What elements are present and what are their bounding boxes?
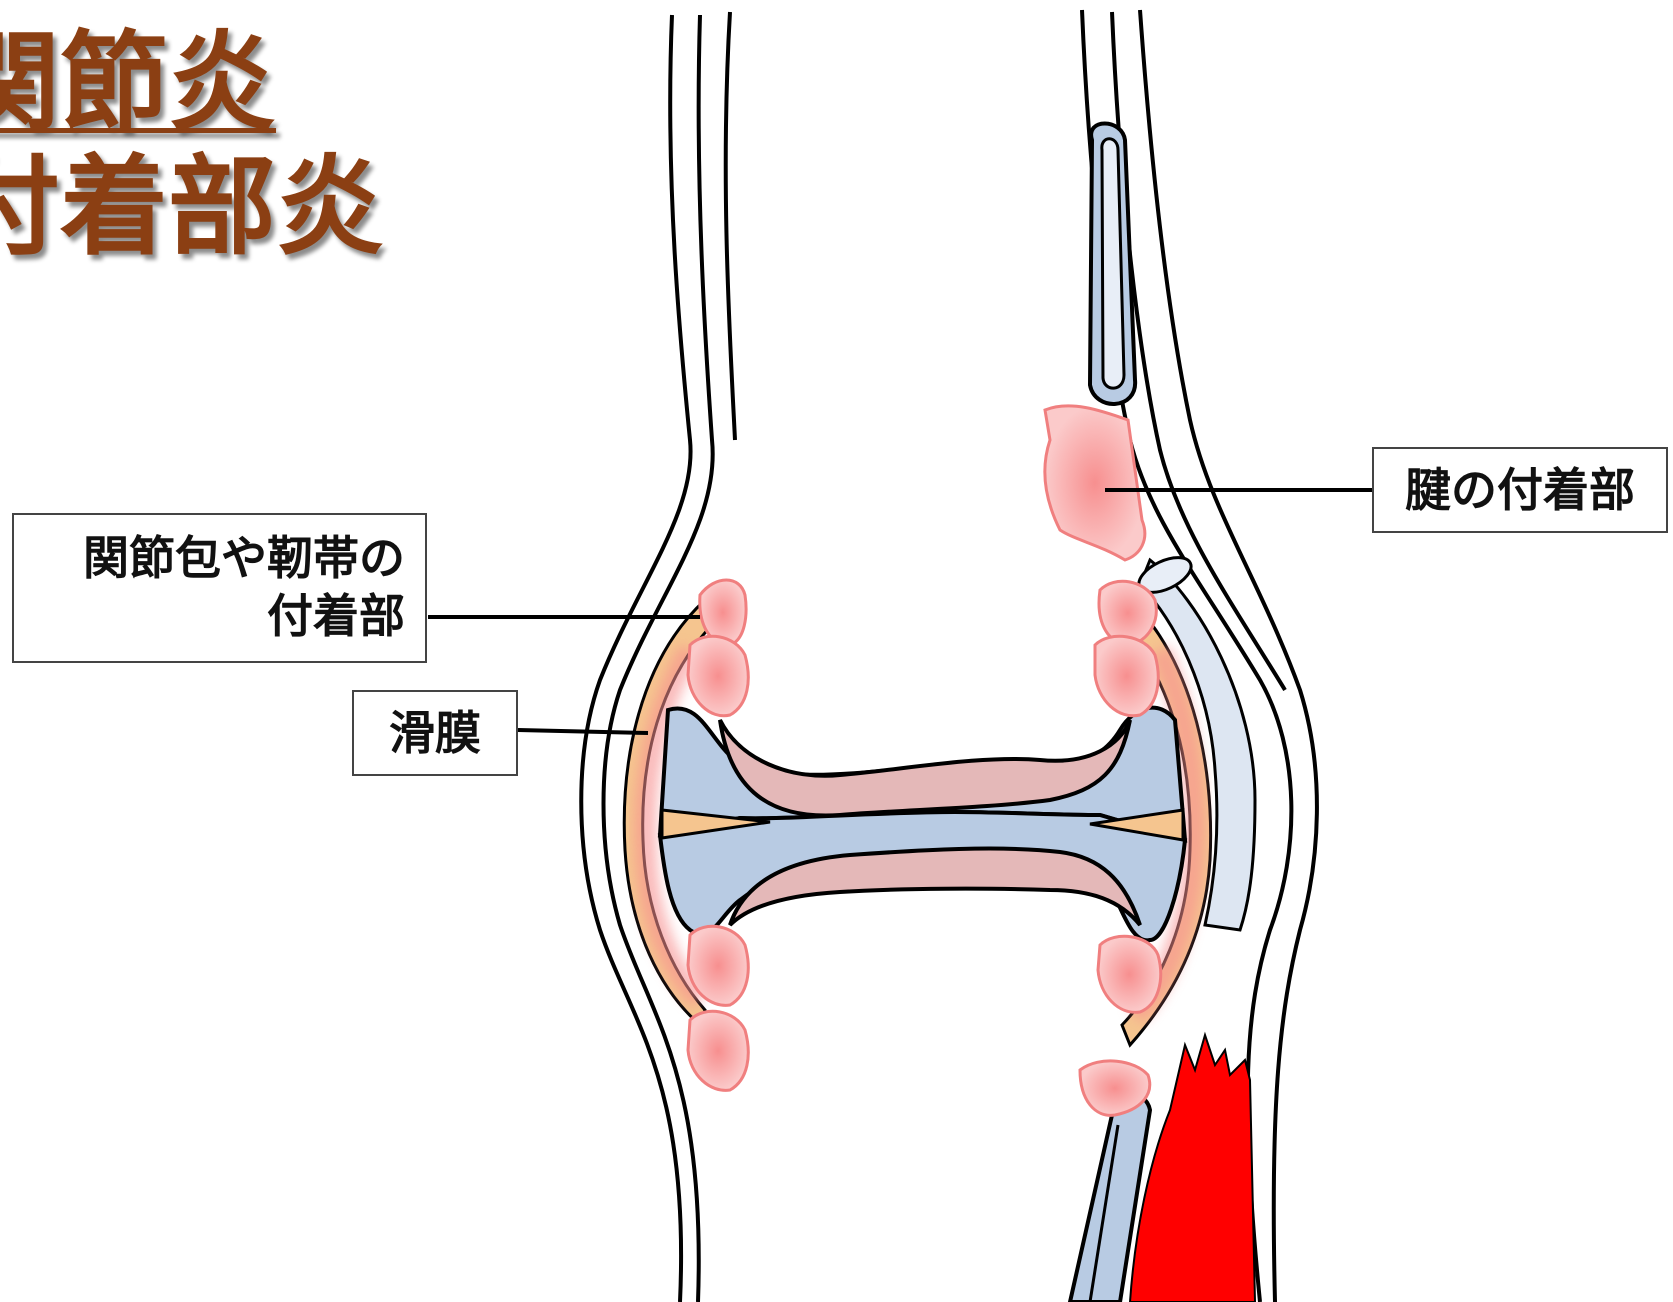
label-capsule-ligament-line2: 付着部 — [14, 587, 405, 645]
label-synovium: 滑膜 — [352, 690, 518, 776]
inflam-left-upper-2 — [688, 636, 748, 715]
inflam-left-lower-2 — [688, 1011, 748, 1090]
inflam-right-upper-2 — [1095, 636, 1158, 715]
label-capsule-ligament-attachment: 関節包や靭帯の 付着部 — [12, 513, 427, 663]
leader-synovium — [518, 730, 648, 733]
inflam-right-lower-1 — [1098, 936, 1161, 1012]
label-tendon-attachment-text: 腱の付着部 — [1374, 449, 1666, 531]
label-tendon-attachment: 腱の付着部 — [1372, 447, 1668, 533]
inflam-right-upper-1 — [1099, 581, 1156, 645]
label-capsule-ligament-line1: 関節包や靭帯の — [14, 529, 405, 587]
inflam-tendon-attachment — [1045, 406, 1145, 560]
label-synovium-text: 滑膜 — [354, 692, 516, 774]
